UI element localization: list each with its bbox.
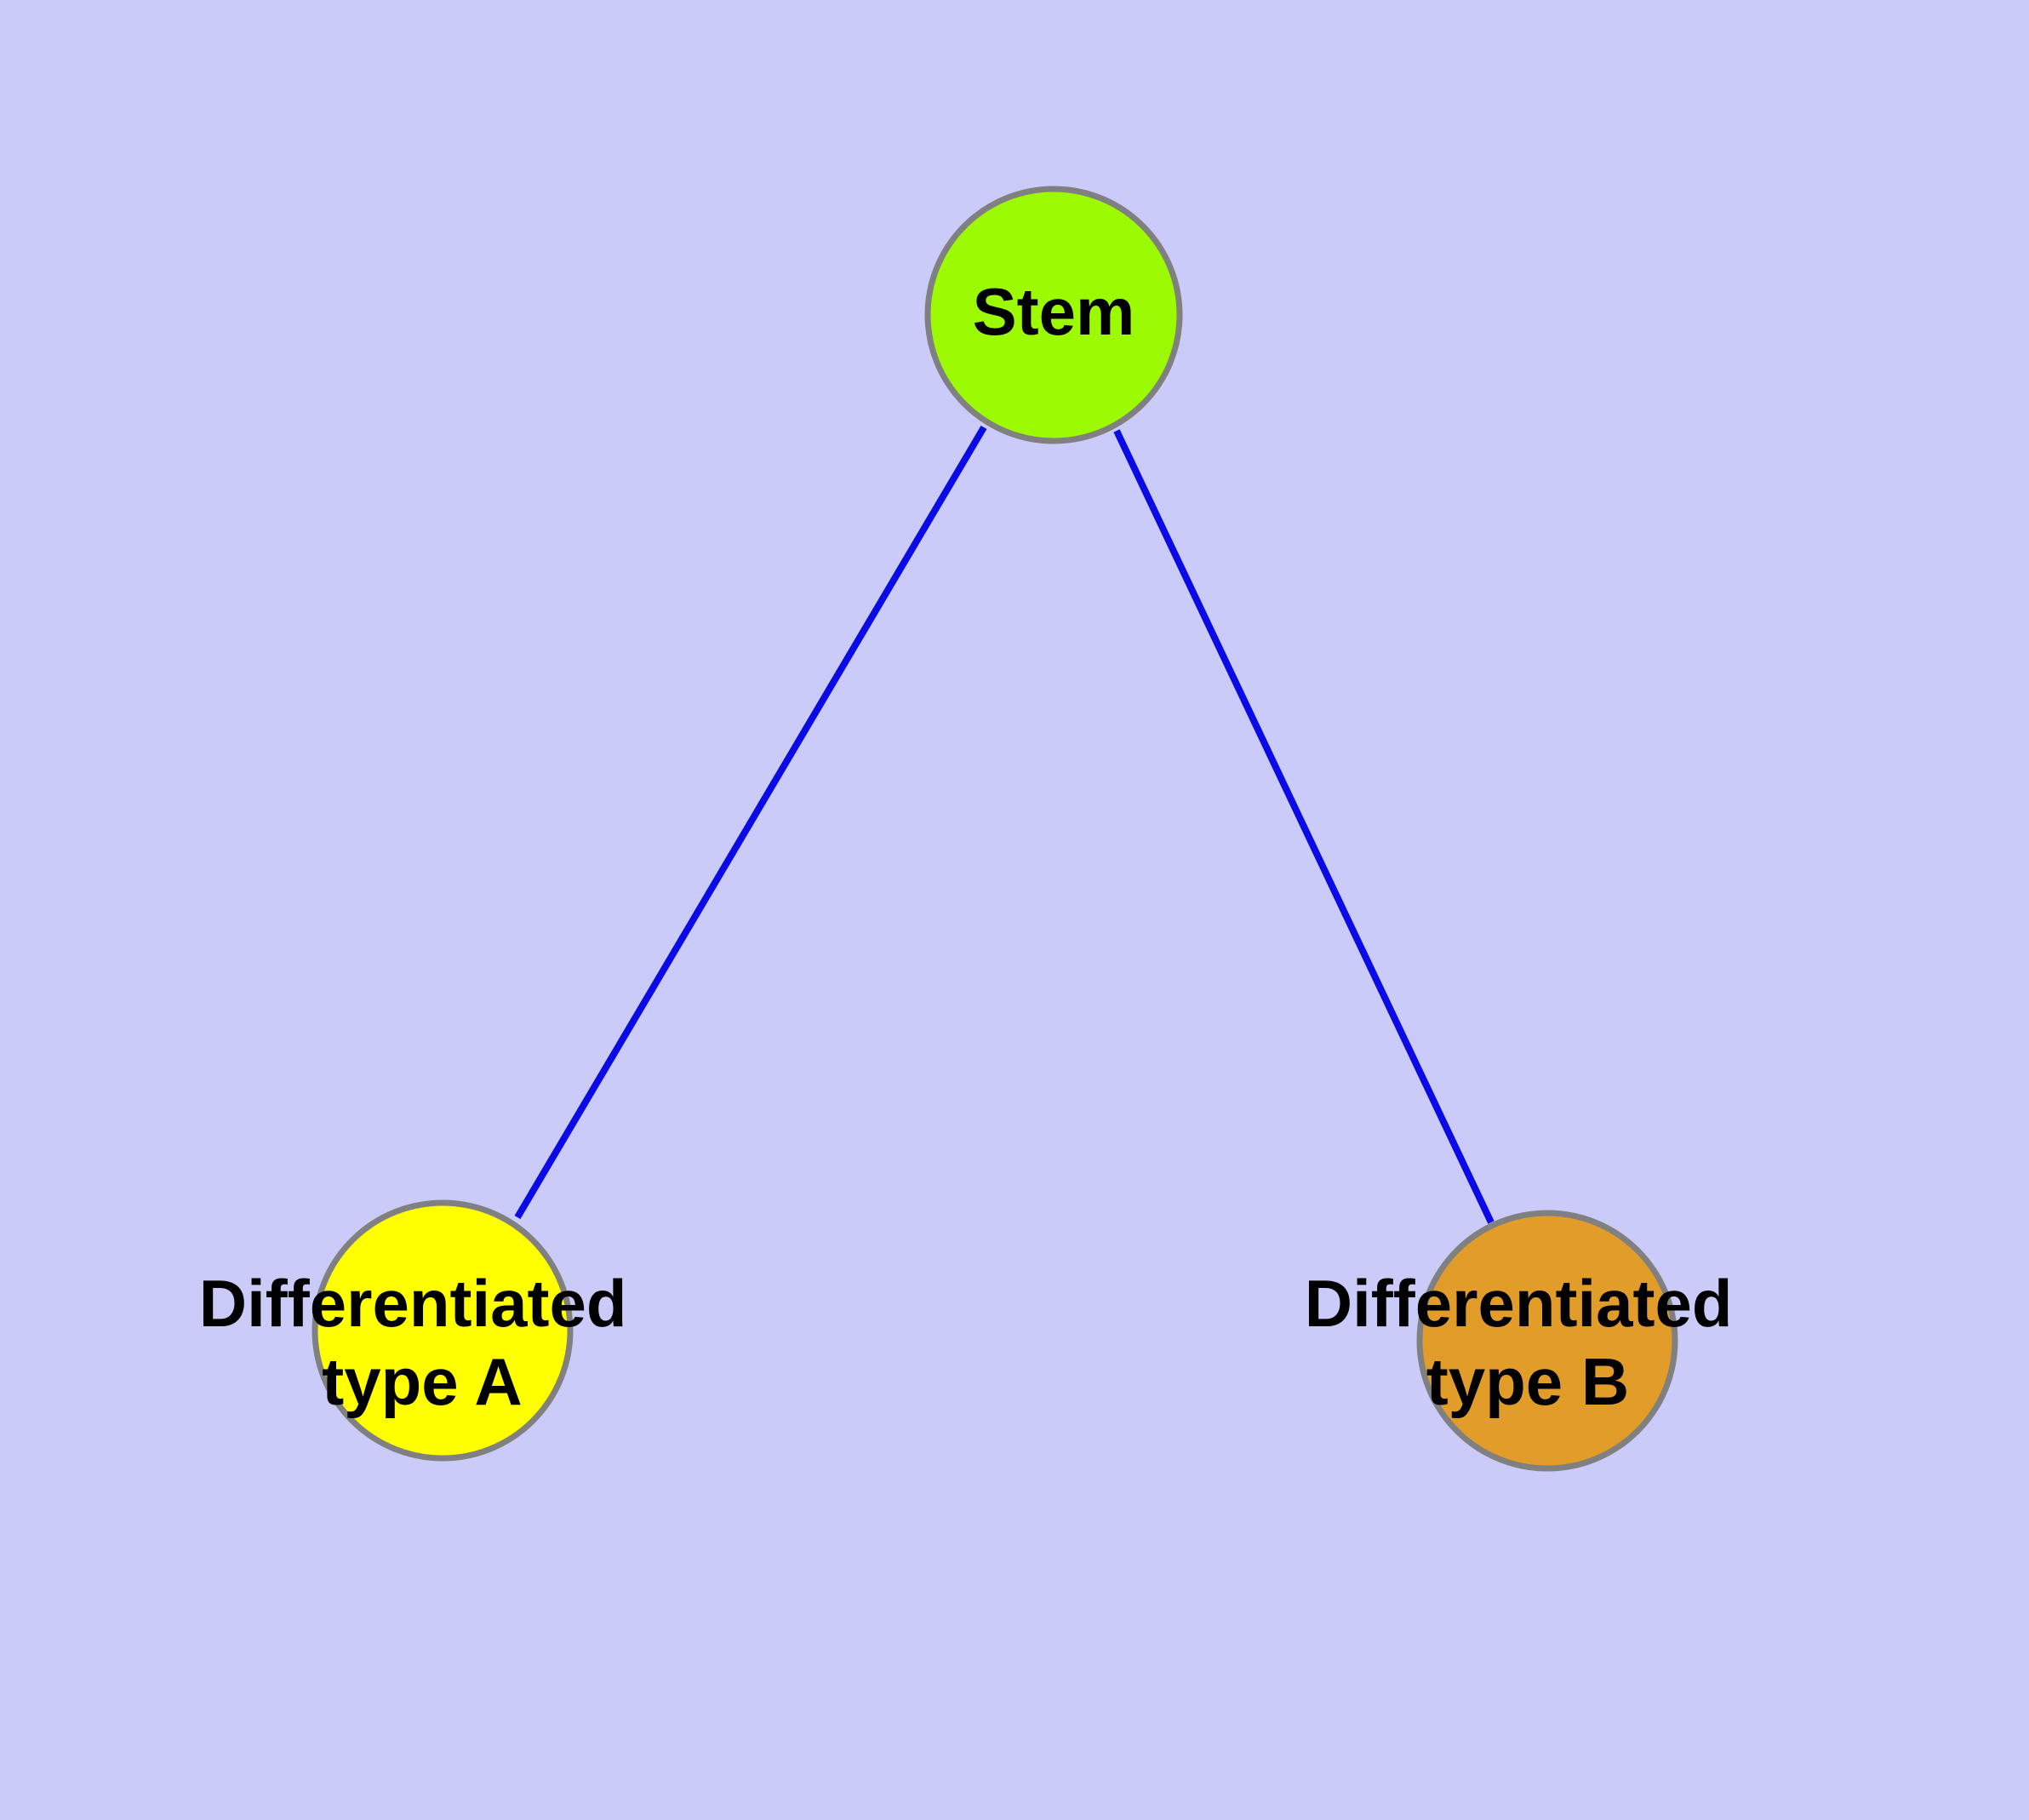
node-stem-label-line-1: Stem bbox=[973, 274, 1135, 349]
node-stem-circle[interactable] bbox=[924, 186, 1183, 444]
node-stem-label: Stem bbox=[973, 274, 1135, 349]
node-differentiated-type-b-circle[interactable] bbox=[1416, 1210, 1678, 1472]
edge-group bbox=[514, 425, 1495, 1224]
edge-stem-to-differentiated-type-a[interactable] bbox=[514, 425, 987, 1220]
node-stem[interactable]: Stem bbox=[924, 186, 1183, 444]
node-differentiated-type-a-circle[interactable] bbox=[311, 1199, 574, 1462]
node-differentiated-type-b-label: Differentiated type B bbox=[1305, 1266, 1751, 1419]
node-differentiated-type-a[interactable]: Differentiated type A bbox=[199, 1199, 645, 1462]
node-differentiated-type-a-label: Differentiated type A bbox=[199, 1266, 645, 1419]
node-differentiated-type-b-label-line-2: type B bbox=[1426, 1344, 1629, 1419]
node-differentiated-type-b[interactable]: Differentiated type B bbox=[1305, 1210, 1751, 1472]
node-group: Stem Differentiated type A Differentiate… bbox=[199, 186, 1751, 1472]
edge-stem-to-differentiated-type-b[interactable] bbox=[1113, 429, 1495, 1224]
node-differentiated-type-a-label-line-2: type A bbox=[322, 1344, 523, 1419]
node-differentiated-type-a-label-line-1: Differentiated bbox=[199, 1266, 627, 1341]
node-differentiated-type-b-label-line-1: Differentiated bbox=[1305, 1266, 1733, 1341]
